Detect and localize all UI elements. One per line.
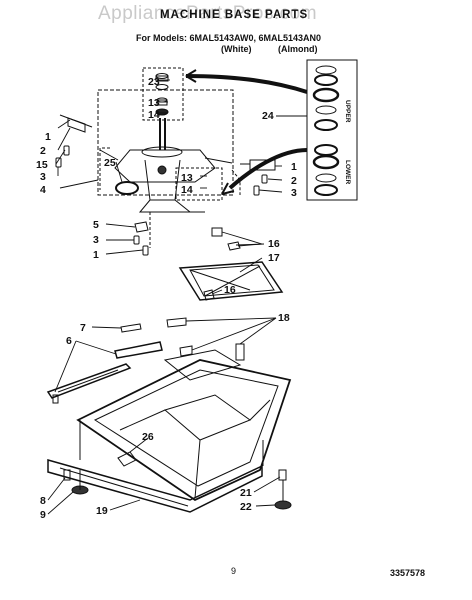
callout-22: 22 [240,501,252,513]
leader-lines [47,79,307,515]
brace-part-6 [114,341,163,359]
color-white-label: (White) [221,44,252,54]
upper-label: UPPER [344,100,351,123]
callout-3-right: 3 [291,187,297,199]
callout-9: 9 [40,509,46,521]
callout-21: 21 [240,487,252,499]
color-almond-label: (Almond) [278,44,318,54]
leveling-leg-right [278,469,287,481]
clip [134,221,149,233]
gearcase-assembly-box [97,89,234,196]
callout-4: 4 [40,184,46,196]
arrow-to-upper-bearings [185,74,308,94]
leveling-leg-left [63,469,71,481]
callout-14-top: 14 [148,109,160,121]
callout-25: 25 [104,157,116,169]
model-numbers: For Models: 6MAL5143AW0, 6MAL5143AN0 [136,33,322,43]
callout-1-mid: 1 [93,249,99,261]
bearing-kit-box [306,59,358,201]
callout-16-bottom: 16 [224,284,236,296]
callout-13-bottom: 13 [181,172,193,184]
machine-base [46,349,292,513]
callout-16-top: 16 [268,238,280,250]
left-mounting-bracket [55,114,93,168]
lower-label: LOWER [344,160,351,184]
callout-3-mid: 3 [93,234,99,246]
callout-5: 5 [93,219,99,231]
lower-bearing-set [312,144,340,196]
document-number: 3357578 [390,568,426,578]
bearing-stack-top [155,73,169,116]
transmission-assembly [99,118,233,213]
callout-8: 8 [40,495,46,507]
callout-23: 23 [148,76,160,88]
callout-18: 18 [278,312,290,324]
callout-14-bottom: 14 [181,184,193,196]
page-title: MACHINE BASE PARTS [160,9,309,21]
suspension-frame [178,261,284,301]
callout-15: 15 [36,159,48,171]
callout-7: 7 [80,322,86,334]
callout-1-left: 1 [45,131,51,143]
lower-bearing-inset-box [175,167,223,201]
spring-part-7 [120,323,142,333]
callout-2-right: 2 [291,175,297,187]
arrow-to-lower-bearings [228,148,308,190]
part-16-clip-a [211,227,223,237]
callout-6: 6 [66,335,72,347]
upper-bearing-set [312,65,340,131]
callout-19: 19 [96,505,108,517]
callout-2-left: 2 [40,145,46,157]
callout-3-left: 3 [40,171,46,183]
watermark: AppliancePartsPros.com [98,3,318,24]
callout-26: 26 [142,431,154,443]
callout-1-right: 1 [291,161,297,173]
bracket-part-26 [117,451,137,467]
drive-ring [115,181,139,195]
upper-bearing-inset-box [142,67,184,121]
page-number: 9 [231,566,237,576]
callout-13-top: 13 [148,97,160,109]
callout-17: 17 [268,252,280,264]
callout-24: 24 [262,110,274,122]
